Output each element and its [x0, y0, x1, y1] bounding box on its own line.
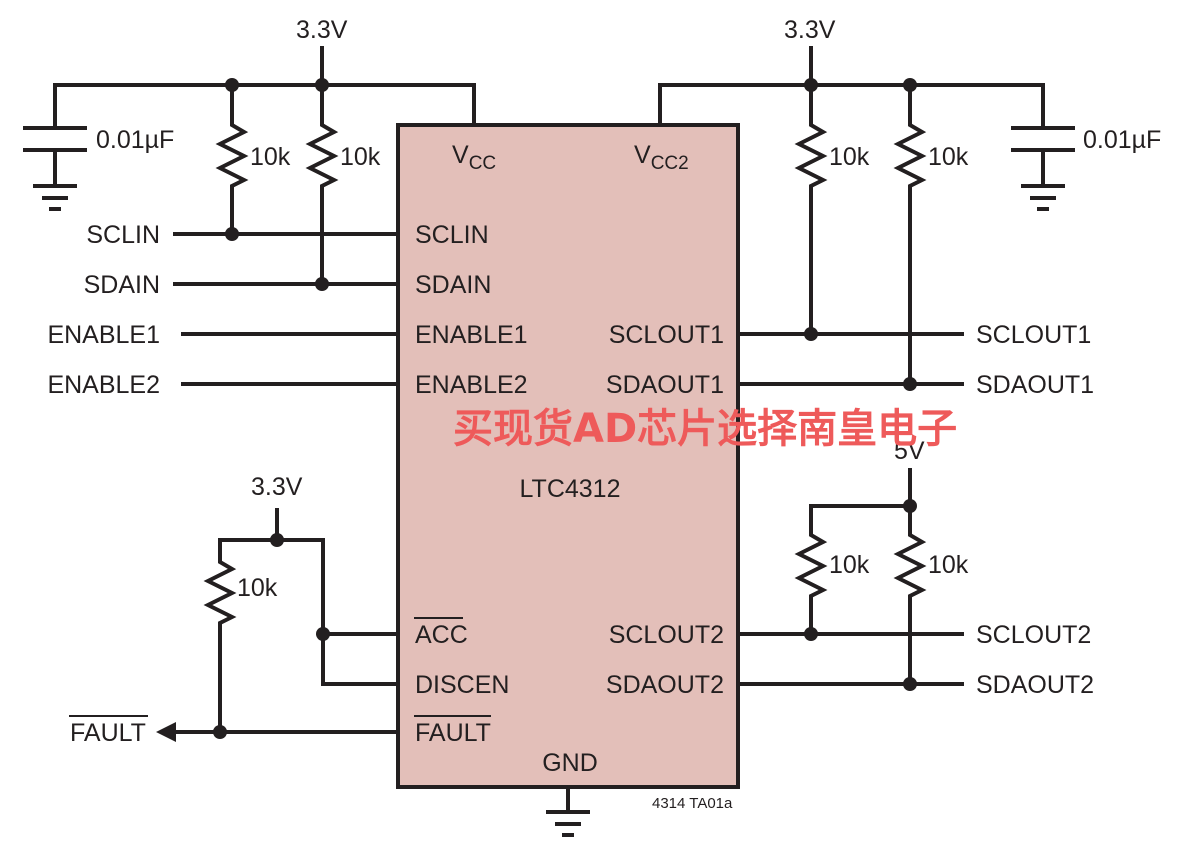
junction-dot [270, 533, 284, 547]
capacitor-left-value: 0.01µF [96, 126, 174, 154]
resistor-r3-value: 10k [829, 143, 870, 171]
supply-label-top-left: 3.3V [296, 16, 348, 44]
net-label-enable1: ENABLE1 [47, 321, 160, 349]
ic-part-number: LTC4312 [520, 475, 621, 503]
resistor-r3 [794, 83, 828, 336]
junction-dot [804, 627, 818, 641]
top-right-supply-wires [658, 46, 1045, 187]
resistor-r5-value: 10k [237, 574, 278, 602]
resistor-r2-value: 10k [340, 143, 381, 171]
pin-label-sdaout1: SDAOUT1 [606, 371, 724, 399]
resistor-r2 [305, 83, 339, 286]
bottom-right-supply-wires [809, 468, 912, 508]
pin-label-sclout1: SCLOUT1 [609, 321, 724, 349]
pin-vcc2-sub: CC2 [651, 153, 689, 174]
pin-vcc2-main: V [634, 141, 651, 169]
pin-label-acc: ACC [415, 621, 468, 649]
capacitor-right [1011, 126, 1075, 152]
figure-id: 4314 TA01a [652, 795, 733, 812]
capacitor-left [23, 126, 87, 152]
ground-symbol-left [33, 184, 77, 211]
resistor-r5 [203, 538, 237, 734]
pin-label-sdain: SDAIN [415, 271, 491, 299]
ic-body [396, 123, 740, 789]
junction-dot [315, 277, 329, 291]
ground-symbol-ic [546, 785, 590, 837]
fault-output-arrow-icon [156, 722, 176, 742]
supply-label-top-right: 3.3V [784, 16, 836, 44]
junction-dot [903, 377, 917, 391]
pin-label-vcc: VCC [452, 141, 496, 174]
resistor-r4-value: 10k [928, 143, 969, 171]
junction-dot [213, 725, 227, 739]
pin-label-enable2: ENABLE2 [415, 371, 528, 399]
resistor-r1 [215, 83, 249, 236]
supply-label-bottom-right: 5V [894, 437, 925, 465]
pin-label-enable1: ENABLE1 [415, 321, 528, 349]
watermark-text: 买现货AD芯片选择南皇电子 [453, 406, 957, 452]
junction-dot [903, 677, 917, 691]
pin-label-gnd: GND [542, 749, 598, 777]
pin-label-fault: FAULT [415, 719, 491, 747]
pin-label-sclin: SCLIN [415, 221, 489, 249]
resistor-r4 [893, 83, 927, 386]
net-label-sclout1: SCLOUT1 [976, 321, 1091, 349]
pin-label-sclout2: SCLOUT2 [609, 621, 724, 649]
ground-symbol-right [1021, 184, 1065, 211]
resistor-r1-value: 10k [250, 143, 291, 171]
resistor-r6-value: 10k [829, 551, 870, 579]
junction-dot [804, 327, 818, 341]
net-label-sdain: SDAIN [84, 271, 160, 299]
junction-dot [225, 227, 239, 241]
capacitor-right-value: 0.01µF [1083, 126, 1161, 154]
junction-dot [316, 627, 330, 641]
resistor-r6 [794, 504, 828, 636]
net-label-sclin: SCLIN [86, 221, 160, 249]
net-label-sdaout2: SDAOUT2 [976, 671, 1094, 699]
pin-label-discen: DISCEN [415, 671, 509, 699]
pin-label-sdaout2: SDAOUT2 [606, 671, 724, 699]
pin-vcc-sub: CC [469, 153, 496, 174]
pin-label-vcc2: VCC2 [634, 141, 689, 174]
net-label-sclout2: SCLOUT2 [976, 621, 1091, 649]
pin-vcc-main: V [452, 141, 469, 169]
supply-label-bottom-left: 3.3V [251, 473, 303, 501]
resistor-r7 [893, 504, 927, 686]
net-label-sdaout1: SDAOUT1 [976, 371, 1094, 399]
resistor-r7-value: 10k [928, 551, 969, 579]
net-label-enable2: ENABLE2 [47, 371, 160, 399]
net-label-fault: FAULT [70, 719, 146, 747]
